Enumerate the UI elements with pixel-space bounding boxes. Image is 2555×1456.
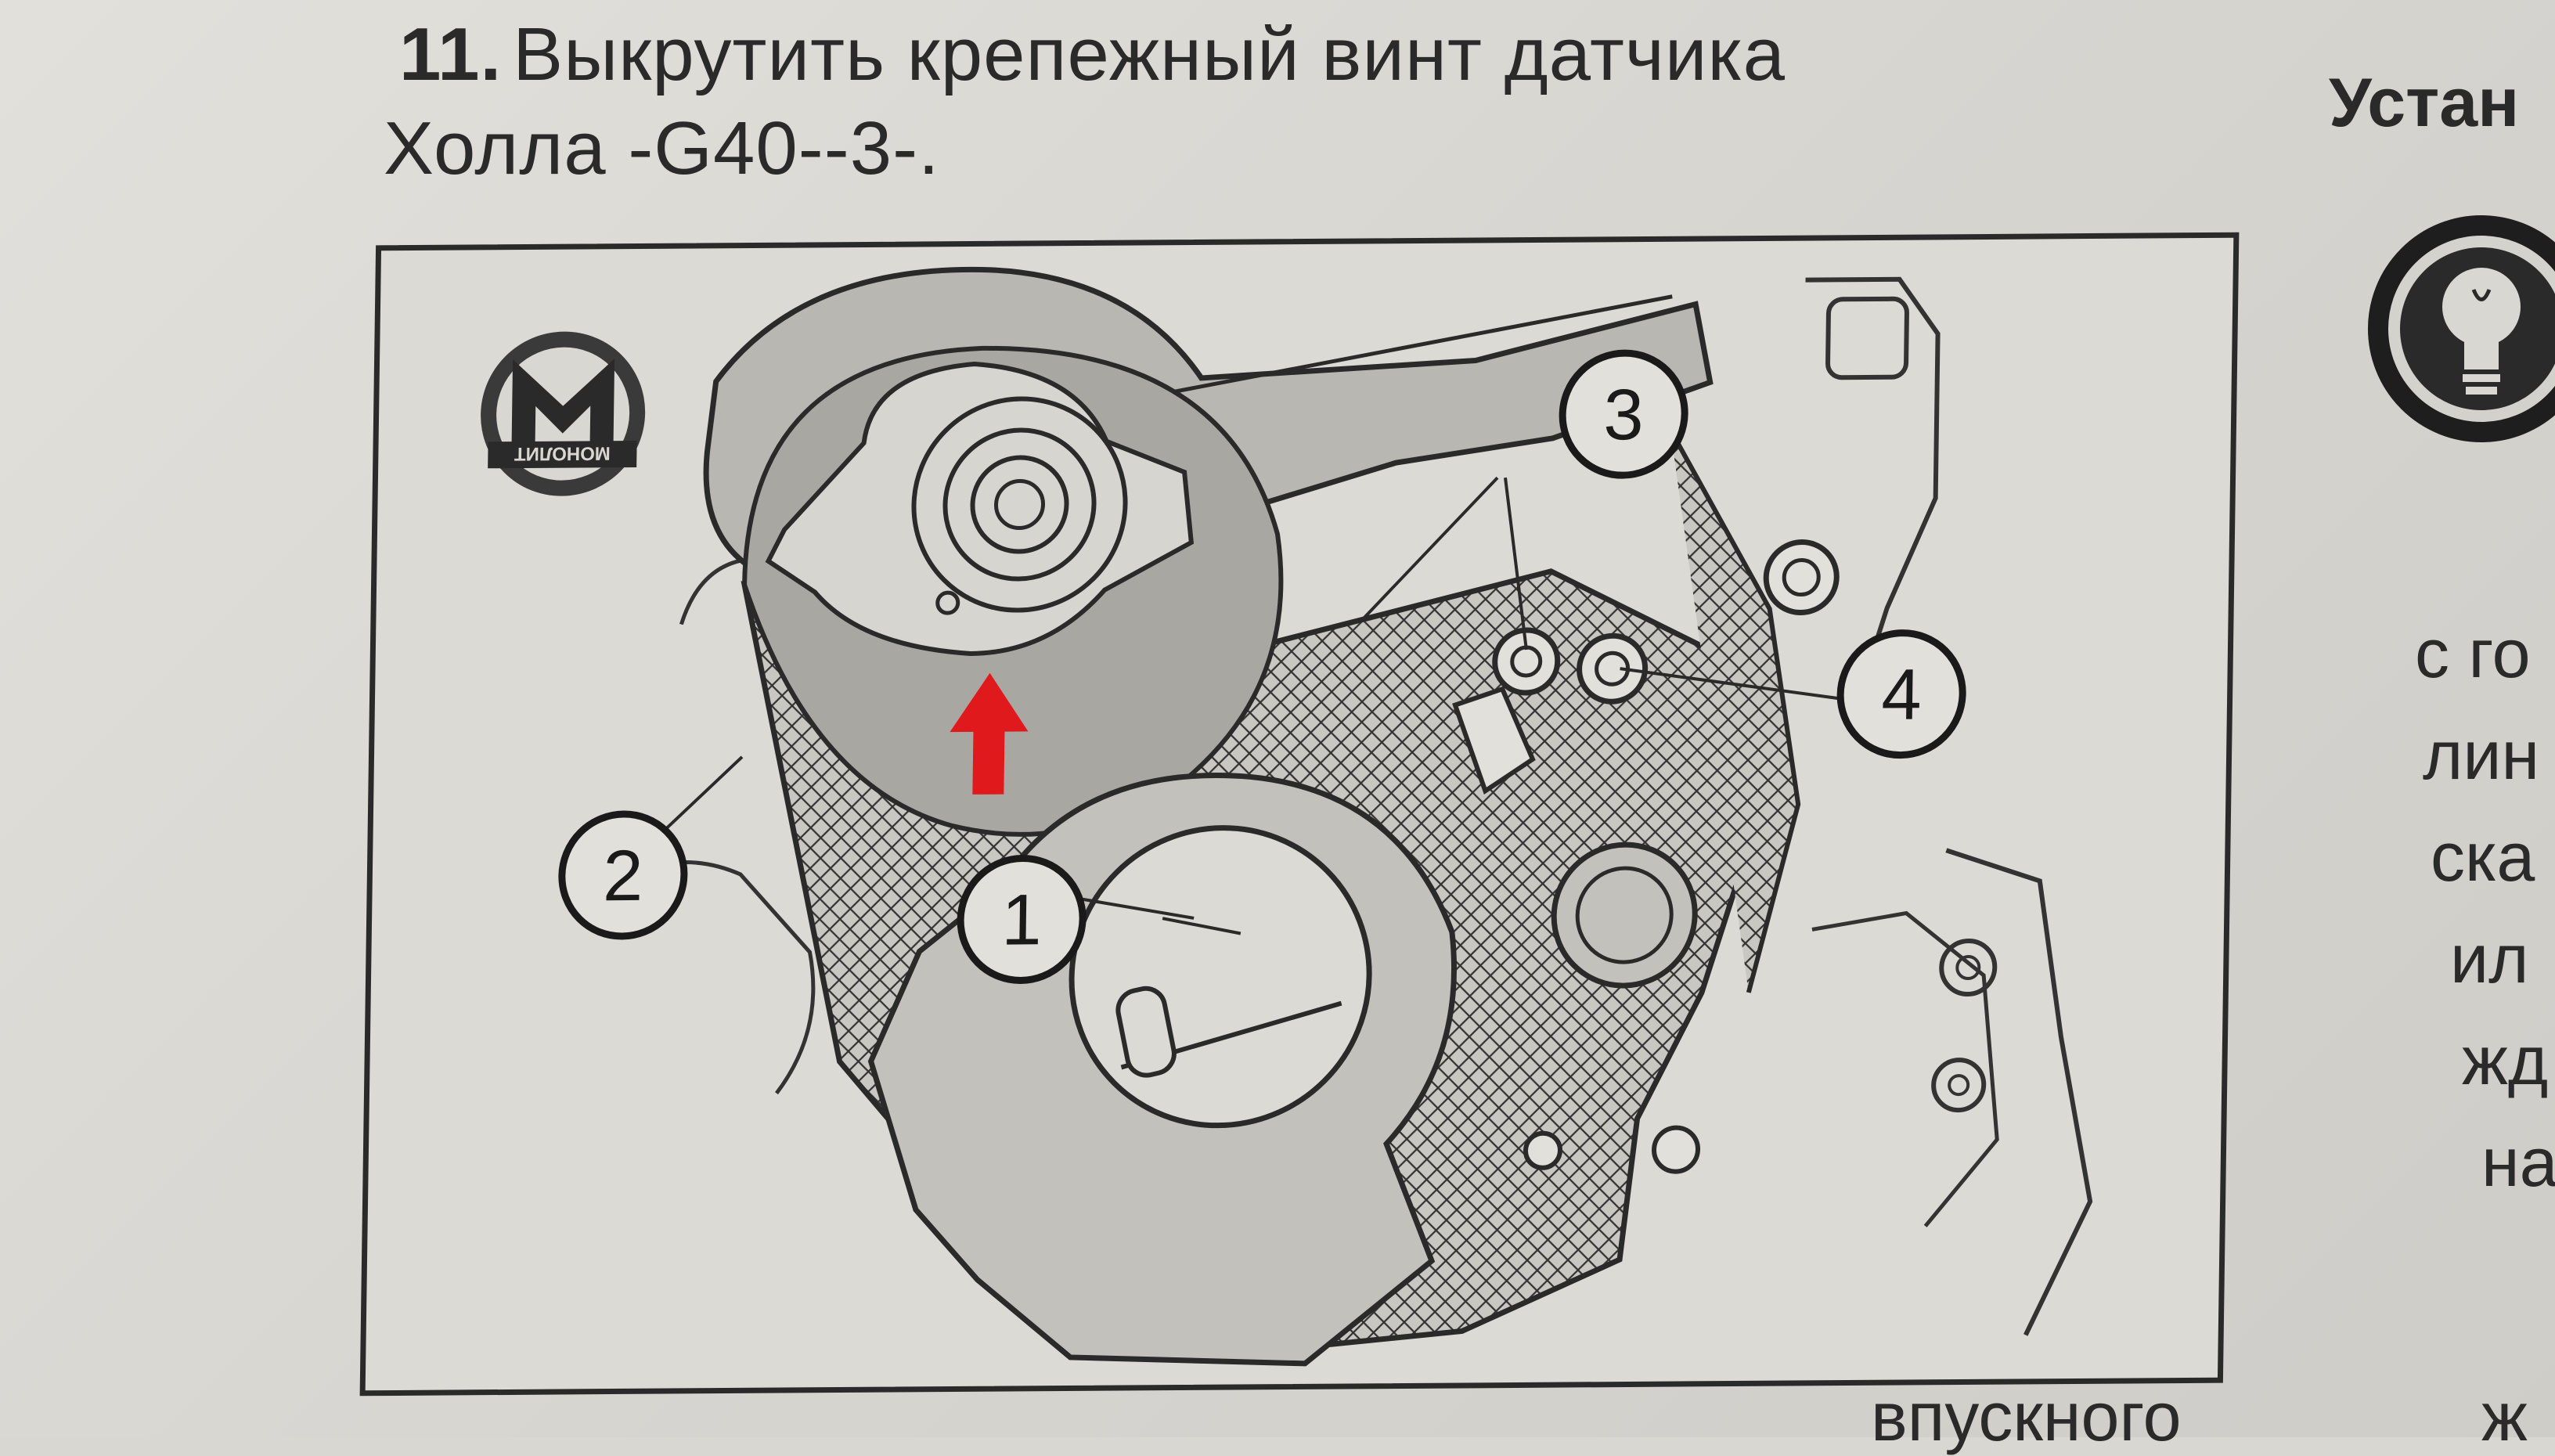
step-heading: 11.Выкрутить крепежный винт датчика Холл… xyxy=(384,8,1786,196)
bottom-text-1: впускного xyxy=(1871,1378,2182,1455)
side-heading: Устан xyxy=(2329,63,2520,141)
logo-text: МОНОЛИТ xyxy=(514,442,611,464)
publisher-logo: МОНОЛИТ xyxy=(481,331,646,496)
svg-text:2: 2 xyxy=(603,836,644,916)
side-text-2: лин xyxy=(2423,716,2540,794)
step-heading-line2: Холла -G40--3-. xyxy=(384,106,940,190)
svg-text:3: 3 xyxy=(1603,375,1645,455)
step-number: 11. xyxy=(399,13,503,96)
bottom-text-2: ж xyxy=(2481,1378,2528,1455)
side-text-6: на xyxy=(2481,1123,2555,1201)
lightbulb-icon xyxy=(2364,211,2555,446)
engine-diagram-figure: МОНОЛИТ 1 2 3 4 xyxy=(359,232,2240,1397)
engine-diagram: МОНОЛИТ 1 2 3 4 xyxy=(481,266,2093,1367)
callout-3: 3 xyxy=(1559,349,1688,479)
step-heading-line1: Выкрутить крепежный винт датчика xyxy=(513,13,1786,96)
svg-text:4: 4 xyxy=(1881,654,1923,734)
callout-4: 4 xyxy=(1836,629,1966,759)
side-text-4: ил xyxy=(2450,920,2529,997)
callout-1: 1 xyxy=(957,854,1087,984)
red-arrow-icon xyxy=(950,672,1029,795)
callout-2: 2 xyxy=(558,810,688,940)
side-text-1: с го xyxy=(2415,614,2531,692)
svg-text:1: 1 xyxy=(1001,880,1043,960)
side-text-5: жд xyxy=(2462,1022,2549,1099)
side-text-3: ска xyxy=(2431,818,2535,896)
